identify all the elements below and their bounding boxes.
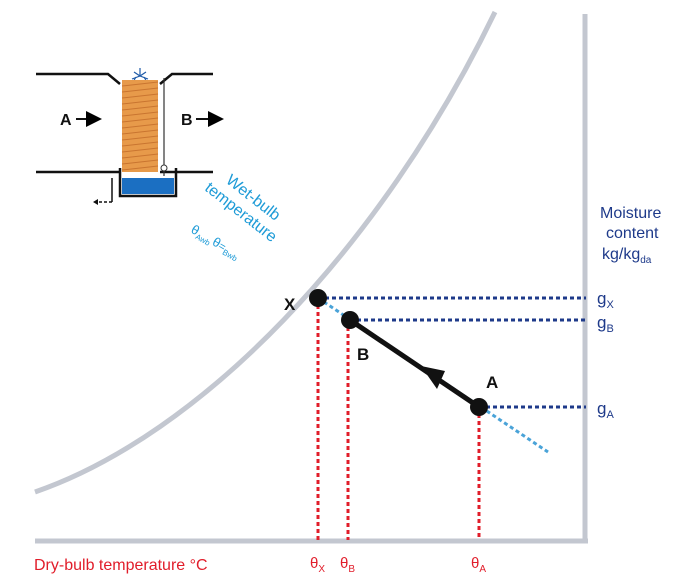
y-axis-label-line2: content (606, 225, 659, 242)
point-label-b: B (357, 345, 369, 364)
x-axis-label: Dry-bulb temperature °C (34, 557, 208, 574)
process-arrowhead (421, 366, 445, 389)
wet-bulb-label: Wet-bulb temperature (201, 172, 283, 246)
ytick-ga: gA (597, 399, 614, 421)
xtick-theta-a: θA (471, 555, 486, 575)
ytick-gb-sub: B (606, 323, 613, 335)
evaporative-cooler-inset: A B (36, 68, 224, 205)
point-a (470, 398, 488, 416)
xtick-theta-x-sub: X (318, 564, 325, 575)
y-axis-label: Moisture content kg/kgda (600, 205, 661, 266)
drain-arrow-icon (93, 199, 98, 205)
xtick-theta-a-sub: A (479, 564, 486, 575)
inlet-label: A (60, 112, 72, 129)
water-tray-outline (118, 168, 178, 198)
point-x (309, 289, 327, 307)
svg-text:θAwbθ=Bwb: θAwbθ=Bwb (188, 222, 244, 264)
xtick-theta-b: θB (340, 555, 355, 575)
y-axis-label-line3: kg/kgda (602, 246, 652, 266)
process-line (348, 317, 481, 410)
y-axis-label-sub: da (640, 255, 652, 266)
outlet-label: B (181, 112, 193, 129)
wet-bulb-formula: θAwbθ=Bwb (188, 222, 244, 264)
ytick-gx-sub: X (606, 299, 614, 311)
y-axis-label-line1: Moisture (600, 205, 661, 222)
pump-icon (160, 164, 168, 172)
ytick-ga-sub: A (606, 409, 614, 421)
xtick-theta-x: θX (310, 555, 325, 575)
saturation-curve (34, 10, 498, 495)
point-b (341, 311, 359, 329)
ytick-gx: gX (597, 289, 614, 311)
xtick-theta-b-sub: B (348, 564, 355, 575)
point-label-x: X (284, 295, 296, 314)
water-tray-water (122, 178, 174, 194)
ytick-gb: gB (597, 313, 614, 335)
pad-hatching (121, 81, 159, 171)
spray-nozzle (131, 68, 149, 83)
point-label-a: A (486, 373, 498, 392)
